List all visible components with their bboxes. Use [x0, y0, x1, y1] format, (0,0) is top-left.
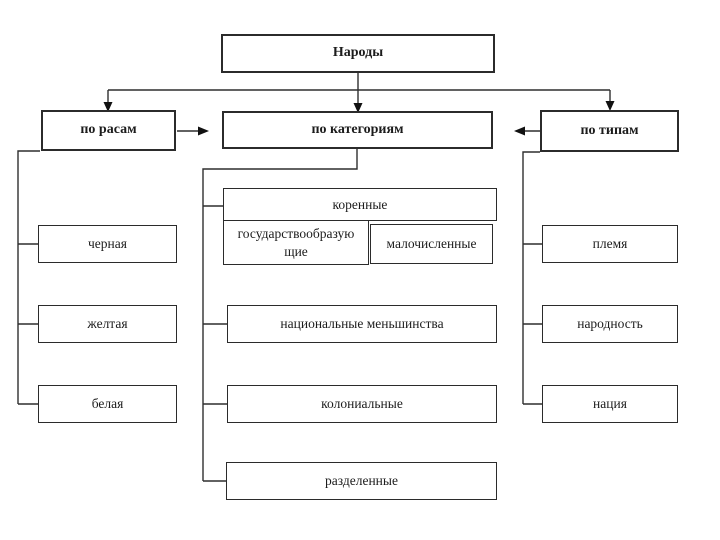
category-node-national-minorities: национальные меньшинства — [227, 305, 497, 343]
race-node-black: черная — [38, 225, 177, 263]
race-node-yellow: желтая — [38, 305, 177, 343]
race-node-white: белая — [38, 385, 177, 423]
header-node-by-races: по расам — [41, 110, 176, 151]
races-spine — [17, 150, 40, 404]
category-node-colonial: колониальные — [227, 385, 497, 423]
arrow-right-icon — [198, 126, 209, 136]
categories-spine — [202, 149, 358, 481]
category-node-small-numbered: малочисленные — [370, 224, 493, 264]
category-node-indigenous: коренные — [223, 188, 497, 221]
arrow-down-icon — [353, 103, 363, 113]
arrow-down-icon — [103, 102, 113, 112]
arrow-left-icon — [514, 126, 525, 136]
type-node-nation: нация — [542, 385, 678, 423]
root-node-peoples: Народы — [221, 34, 495, 73]
header-node-by-categories: по категориям — [222, 111, 493, 149]
arrow-down-icon — [605, 101, 615, 111]
type-node-tribe: племя — [542, 225, 678, 263]
category-node-state-forming: государствообразую щие — [223, 220, 369, 265]
types-spine — [522, 151, 540, 404]
header-node-by-types: по типам — [540, 110, 679, 152]
type-node-nationality: народность — [542, 305, 678, 343]
category-node-divided: разделенные — [226, 462, 497, 500]
